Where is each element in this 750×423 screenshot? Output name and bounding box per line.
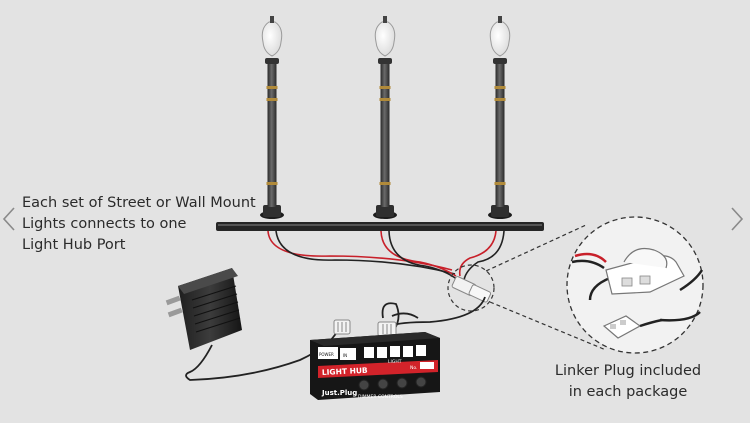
- hub-wires: [381, 302, 419, 331]
- hub-brand: Just.Plug: [321, 389, 357, 397]
- right-caption-line: in each package: [568, 384, 688, 400]
- street-lamp: [488, 16, 512, 219]
- hub-power-label: POWER: [319, 352, 334, 357]
- hub-light-label: LIGHT: [388, 359, 402, 365]
- hub-input-plug: [333, 319, 351, 335]
- linker-plug: [389, 276, 492, 327]
- previous-slide-button[interactable]: [0, 205, 18, 233]
- detail-marker-circle: [447, 264, 495, 312]
- next-slide-button[interactable]: [728, 205, 746, 233]
- hub-title: LIGHT HUB: [322, 366, 368, 377]
- hub-in-label: IN: [343, 353, 347, 358]
- power-adapter: [165, 268, 339, 381]
- chevron-left-icon: [2, 207, 15, 231]
- detail-connector-line: [485, 224, 587, 272]
- street-lamp: [373, 16, 397, 219]
- light-hub: [310, 332, 440, 400]
- street-lamp: [260, 16, 284, 219]
- left-caption: Each set of Street or Wall Mount Lights …: [22, 193, 256, 256]
- left-caption-line: Each set of Street or Wall Mount: [22, 195, 256, 211]
- right-caption: Linker Plug included in each package: [548, 361, 708, 403]
- left-caption-line: Light Hub Port: [22, 237, 126, 253]
- right-caption-line: Linker Plug included: [554, 363, 702, 379]
- mounting-board: [216, 222, 544, 231]
- magnified-linker-plug: [566, 216, 704, 354]
- left-caption-line: Lights connects to one: [22, 216, 187, 232]
- hub-dimmer-controls-label: DIMMER CONTROLS: [358, 394, 403, 400]
- lamp-wires: [267, 230, 505, 281]
- hub-output-plug: [377, 321, 397, 337]
- hub-number-label: No.: [410, 365, 417, 371]
- chevron-right-icon: [731, 207, 744, 231]
